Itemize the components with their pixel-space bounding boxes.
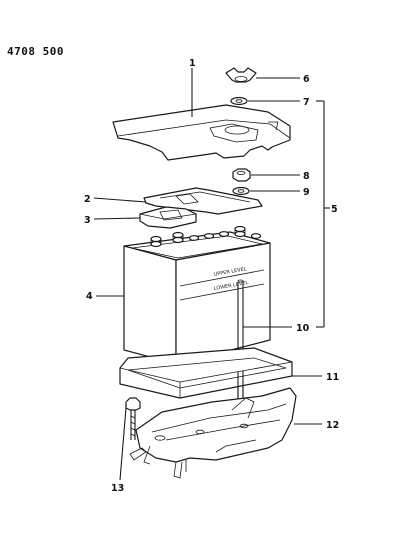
wing-nut <box>225 67 257 83</box>
clamp-plate <box>139 206 197 229</box>
hex-nut <box>232 168 251 182</box>
callout-9: 9 <box>303 187 310 198</box>
callout-6: 6 <box>303 74 310 85</box>
callout-12: 12 <box>326 420 339 431</box>
washer-top <box>230 96 248 106</box>
callout-4: 4 <box>86 291 93 302</box>
bolt <box>125 397 141 440</box>
upper-level-label: UPPER LEVEL <box>213 266 247 278</box>
battery-cover <box>112 104 291 161</box>
callout-8: 8 <box>303 171 310 182</box>
mounting-bracket <box>129 387 297 479</box>
callout-13: 13 <box>111 483 124 494</box>
callout-3: 3 <box>84 215 91 226</box>
diagram-code: 4708 500 <box>7 45 64 58</box>
battery: UPPER LEVEL LOWER LEVEL <box>123 225 271 365</box>
callout-10: 10 <box>296 323 310 334</box>
callout-7: 7 <box>303 97 310 108</box>
callout-11: 11 <box>326 372 339 383</box>
callout-numbers: 1 2 3 4 5 6 7 8 9 10 11 12 13 <box>84 58 339 494</box>
battery-caps <box>150 225 262 248</box>
callout-1: 1 <box>189 58 196 69</box>
leader-lines <box>93 68 330 481</box>
callout-5: 5 <box>331 204 338 215</box>
battery-tray <box>119 347 293 402</box>
washer-lower <box>232 186 250 196</box>
callout-2: 2 <box>84 194 91 205</box>
